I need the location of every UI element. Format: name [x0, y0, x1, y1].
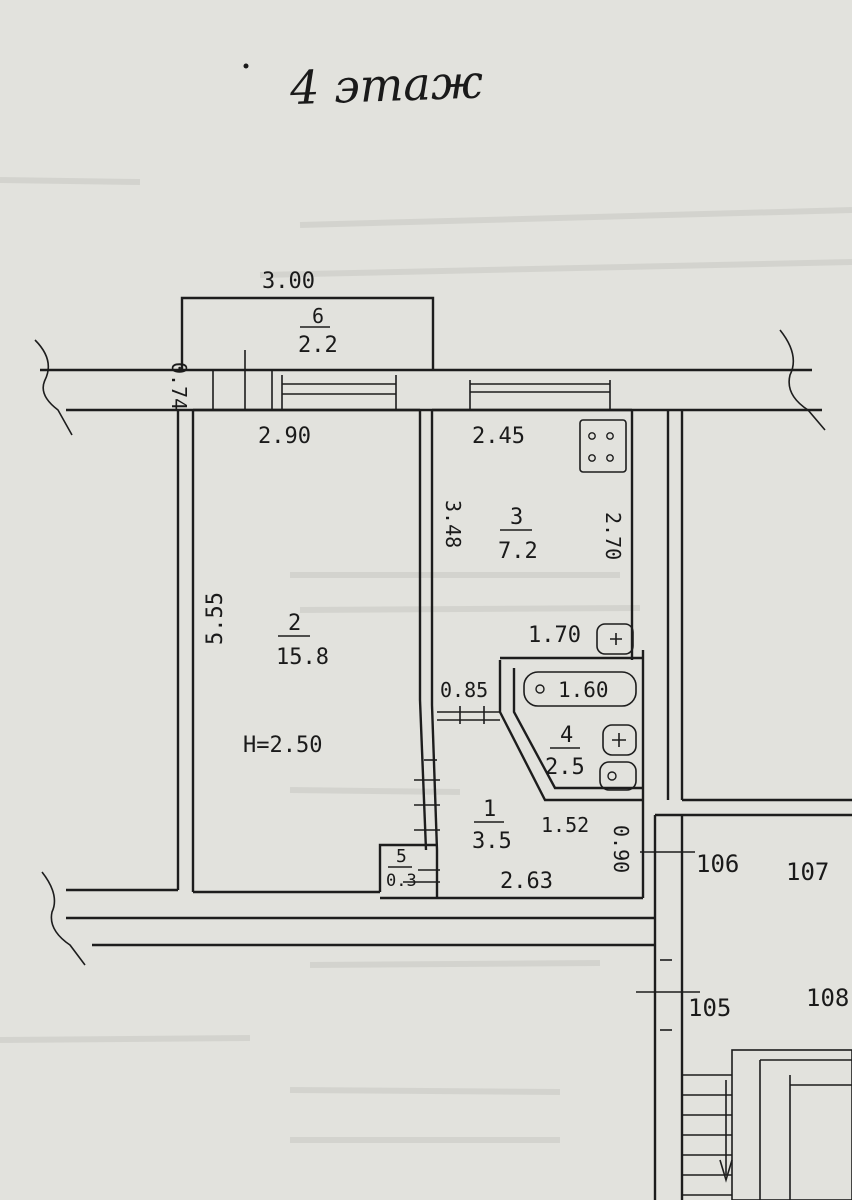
ceiling-height: H=2.50 — [243, 733, 322, 758]
living-area: 15.8 — [276, 645, 329, 670]
apartment-107: 107 — [786, 858, 829, 886]
floor-title: 4 этаж — [288, 54, 484, 115]
bathroom-area: 2.5 — [545, 755, 585, 780]
bathroom-width: 0.85 — [440, 678, 488, 702]
hall-number: 1 — [483, 797, 496, 822]
hall-width: 1.52 — [541, 813, 589, 837]
ink-dot — [243, 63, 249, 69]
toilet-icon — [599, 761, 637, 791]
balcony-width: 3.00 — [262, 269, 315, 294]
stove-icon — [579, 419, 627, 473]
kitchen-area: 7.2 — [498, 539, 538, 564]
kitchen-lower-width: 1.70 — [528, 623, 581, 648]
kitchen-length-left: 3.48 — [441, 500, 465, 548]
living-width: 2.90 — [258, 424, 311, 449]
bathroom-number: 4 — [560, 723, 573, 748]
closet-number: 5 — [396, 846, 407, 867]
kitchen-number: 3 — [510, 505, 523, 530]
bathtub-icon — [523, 671, 637, 707]
apartment-106: 106 — [696, 850, 739, 878]
balcony-number: 6 — [312, 304, 324, 328]
apartment-105: 105 — [688, 994, 731, 1022]
kitchen-width: 2.45 — [472, 424, 525, 449]
walls — [34, 296, 852, 1200]
hall-area: 3.5 — [472, 829, 512, 854]
bath-length: 1.60 — [558, 678, 609, 702]
kitchen-sink-icon — [596, 623, 634, 655]
balcony-area: 2.2 — [298, 333, 338, 358]
washbasin-icon — [602, 724, 637, 756]
kitchen-length-right: 2.70 — [601, 512, 625, 560]
living-length: 5.55 — [203, 592, 228, 645]
living-number: 2 — [288, 611, 301, 636]
hall-depth: 0.90 — [609, 825, 633, 873]
closet-area: 0.3 — [386, 871, 417, 891]
hall-length: 2.63 — [500, 869, 553, 894]
balcony-depth: 0.74 — [167, 362, 191, 410]
apartment-108: 108 — [806, 984, 849, 1012]
